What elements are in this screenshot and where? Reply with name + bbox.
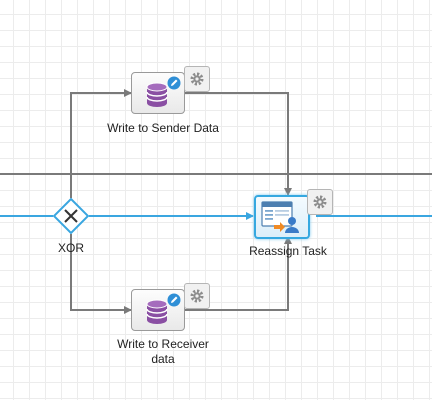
- task-reassign-settings-button[interactable]: [307, 189, 333, 215]
- edit-badge-icon: [167, 76, 181, 90]
- task-write-to-receiver-data[interactable]: [131, 289, 185, 331]
- flow-xor-to-sender[interactable]: [70, 89, 132, 198]
- task-sender-label: Write to Sender Data: [107, 121, 219, 135]
- task-sender-settings-button[interactable]: [184, 66, 210, 92]
- task-write-to-sender-data[interactable]: [131, 72, 185, 114]
- task-receiver-label: Write to Receiver data: [88, 337, 238, 367]
- database-edit-icon: [146, 299, 168, 324]
- edit-badge-icon: [167, 293, 181, 307]
- database-edit-icon: [146, 82, 168, 107]
- gear-icon: [190, 72, 204, 86]
- flow-sender-to-reassign[interactable]: [185, 92, 292, 196]
- x-icon: [64, 209, 78, 223]
- reassign-user-icon: [261, 201, 299, 233]
- task-reassign-task[interactable]: [254, 195, 310, 239]
- task-reassign-label: Reassign Task: [249, 244, 327, 258]
- task-receiver-settings-button[interactable]: [184, 283, 210, 309]
- flow-xor-to-receiver[interactable]: [70, 234, 132, 314]
- xor-gateway[interactable]: [52, 197, 90, 235]
- gear-icon: [313, 195, 327, 209]
- task-receiver-label-line1: Write to Receiver: [117, 337, 209, 351]
- gear-icon: [190, 289, 204, 303]
- gateway-diamond: [52, 197, 90, 235]
- xor-gateway-label: XOR: [57, 241, 84, 255]
- flow-receiver-to-reassign[interactable]: [185, 236, 292, 311]
- task-receiver-label-line2: data: [151, 352, 175, 366]
